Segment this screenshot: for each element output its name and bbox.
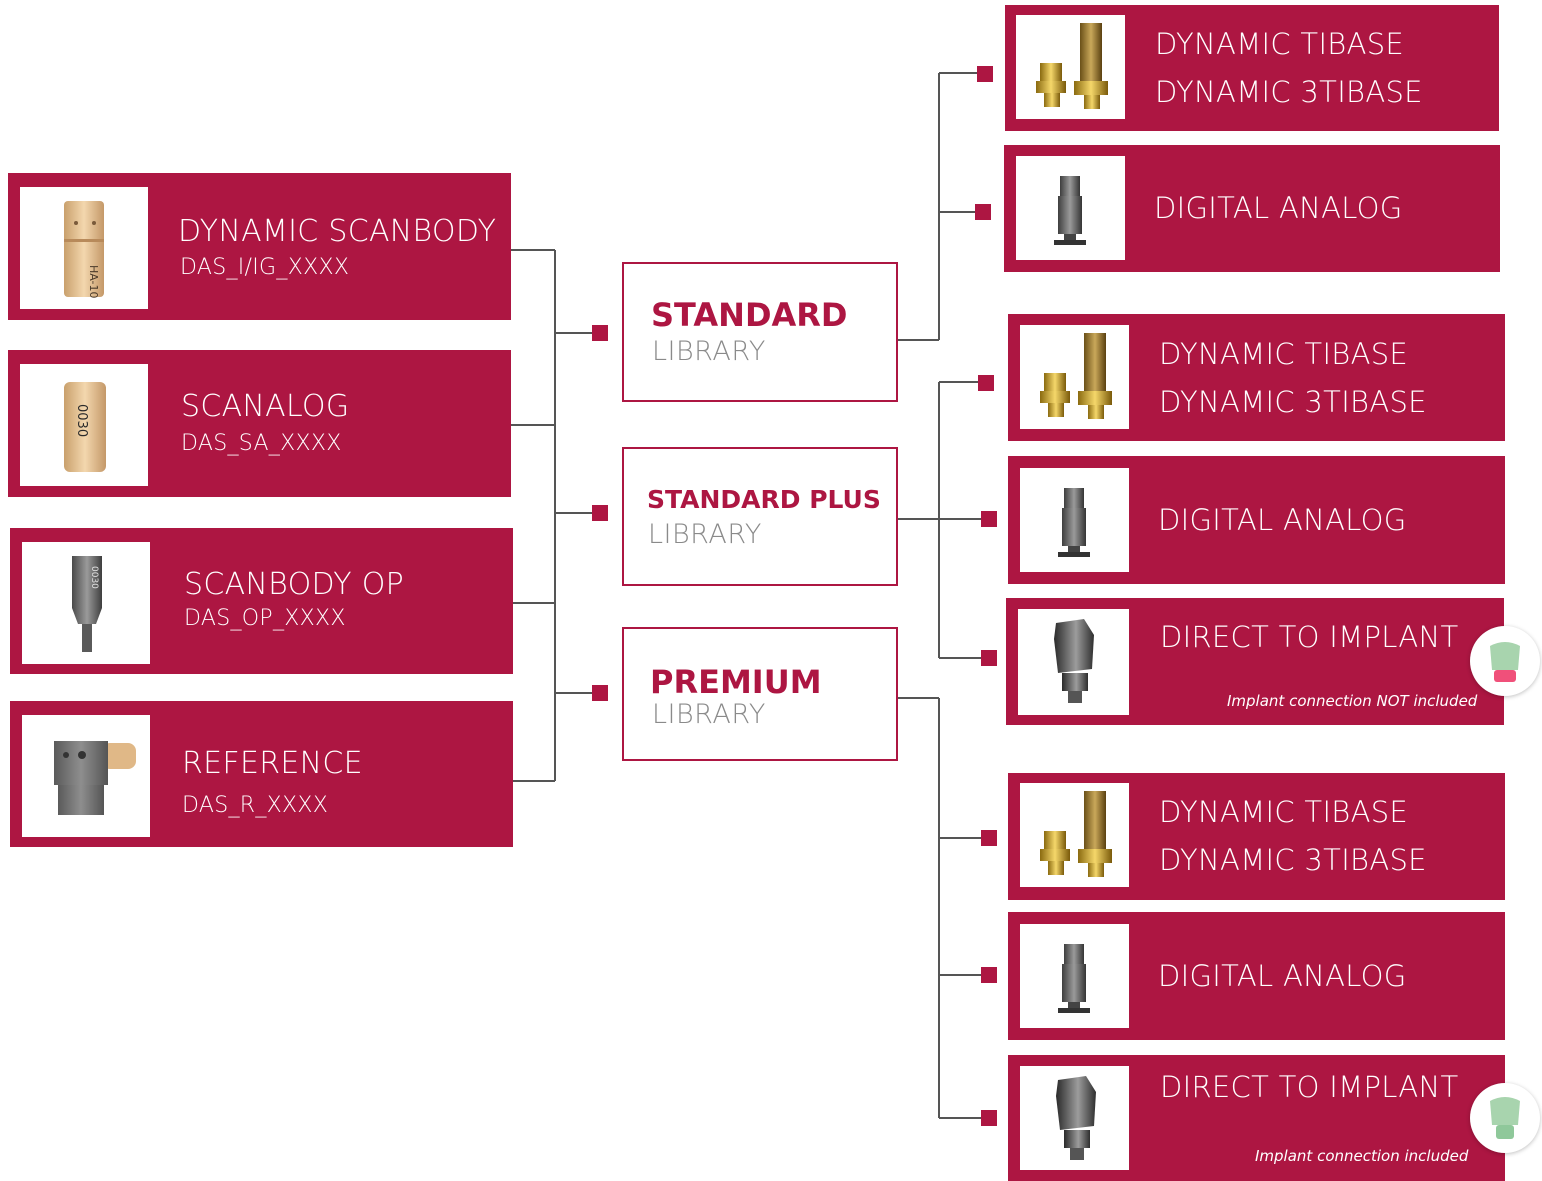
component-card-reference: REFERENCE DAS_R_XXXX xyxy=(10,701,513,847)
connector-node xyxy=(981,830,997,846)
scanalog-image: 0030 xyxy=(20,364,148,486)
scanbody-image: HA-10 xyxy=(20,187,148,309)
library-subtitle: LIBRARY xyxy=(652,336,766,367)
analog-image xyxy=(1020,468,1129,572)
item-title: DYNAMIC 3TIBASE xyxy=(1159,385,1427,419)
item-title: DIGITAL ANALOG xyxy=(1158,959,1407,993)
library-standard: STANDARD LIBRARY xyxy=(622,262,898,402)
tibase-image xyxy=(1020,783,1129,887)
item-card-tibase: DYNAMIC TIBASE DYNAMIC 3TIBASE xyxy=(1008,314,1505,441)
connector-node xyxy=(975,204,991,220)
connector-node xyxy=(592,685,608,701)
library-name: STANDARD PLUS xyxy=(647,485,881,514)
component-code: DAS_I/IG_XXXX xyxy=(180,255,350,280)
analog-image xyxy=(1016,156,1125,260)
abutment-without-connection-icon xyxy=(1470,626,1540,696)
item-card-digital-analog: DIGITAL ANALOG xyxy=(1008,456,1505,584)
tibase-image xyxy=(1020,325,1129,429)
item-title: DYNAMIC TIBASE xyxy=(1159,337,1409,371)
item-card-tibase: DYNAMIC TIBASE DYNAMIC 3TIBASE xyxy=(1005,5,1499,131)
reference-image xyxy=(22,715,150,837)
item-title: DIRECT TO IMPLANT xyxy=(1160,620,1459,654)
item-title: DYNAMIC 3TIBASE xyxy=(1155,75,1423,109)
component-title: SCANBODY OP xyxy=(184,567,405,602)
item-title: DYNAMIC 3TIBASE xyxy=(1159,843,1427,877)
component-title: REFERENCE xyxy=(182,746,363,781)
tibase-image xyxy=(1016,15,1125,119)
scanbody-op-image: 0030 xyxy=(22,542,150,664)
library-premium: PREMIUM LIBRARY xyxy=(622,627,898,761)
connector-node xyxy=(981,650,997,666)
component-card-scanbody-op: 0030 SCANBODY OP DAS_OP_XXXX xyxy=(10,528,513,674)
svg-text:0030: 0030 xyxy=(74,404,89,437)
component-code: DAS_OP_XXXX xyxy=(184,606,346,631)
library-name: STANDARD xyxy=(651,296,848,334)
component-card-scanalog: 0030 SCANALOG DAS_SA_XXXX xyxy=(8,350,511,497)
connector-node xyxy=(978,375,994,391)
connector-node xyxy=(592,505,608,521)
item-card-digital-analog: DIGITAL ANALOG xyxy=(1008,912,1505,1040)
item-title: DIGITAL ANALOG xyxy=(1154,191,1403,225)
item-card-direct-to-implant: DIRECT TO IMPLANT Implant connection NOT… xyxy=(1006,598,1540,725)
connector-node xyxy=(981,967,997,983)
abutment-with-connection-icon xyxy=(1470,1083,1540,1153)
item-card-digital-analog: DIGITAL ANALOG xyxy=(1004,145,1500,272)
analog-image xyxy=(1020,924,1129,1028)
item-card-tibase: DYNAMIC TIBASE DYNAMIC 3TIBASE xyxy=(1008,773,1505,900)
component-title: SCANALOG xyxy=(181,389,350,424)
library-standard-plus: STANDARD PLUS LIBRARY xyxy=(622,447,898,586)
item-card-direct-to-implant: DIRECT TO IMPLANT Implant connection inc… xyxy=(1008,1055,1540,1181)
component-card-scanbody: HA-10 DYNAMIC SCANBODY DAS_I/IG_XXXX xyxy=(8,173,511,320)
item-note: Implant connection NOT included xyxy=(1227,692,1478,710)
abutment-image xyxy=(1020,1066,1129,1170)
library-subtitle: LIBRARY xyxy=(652,699,766,730)
connector-node xyxy=(592,325,608,341)
component-code: DAS_R_XXXX xyxy=(182,793,329,818)
svg-text:HA-10: HA-10 xyxy=(87,265,100,299)
svg-text:0030: 0030 xyxy=(89,566,99,589)
abutment-image xyxy=(1018,609,1129,715)
library-subtitle: LIBRARY xyxy=(648,519,762,550)
connector-node xyxy=(981,1110,997,1126)
component-title: DYNAMIC SCANBODY xyxy=(178,214,497,249)
item-title: DIRECT TO IMPLANT xyxy=(1160,1070,1459,1104)
component-code: DAS_SA_XXXX xyxy=(181,431,342,456)
item-title: DYNAMIC TIBASE xyxy=(1159,795,1409,829)
item-note: Implant connection included xyxy=(1255,1147,1469,1165)
item-title: DIGITAL ANALOG xyxy=(1158,503,1407,537)
item-title: DYNAMIC TIBASE xyxy=(1155,27,1405,61)
connector-node xyxy=(977,66,993,82)
library-name: PREMIUM xyxy=(650,663,822,701)
connector-node xyxy=(981,511,997,527)
